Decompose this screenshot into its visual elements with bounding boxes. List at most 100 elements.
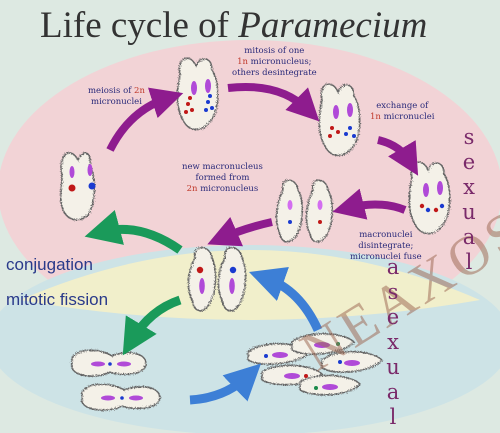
micronucleus-blue (206, 100, 210, 104)
micronucleus-red (188, 96, 192, 100)
vertical-letter: l (389, 405, 397, 429)
arrow-to-fission (122, 295, 182, 356)
macronucleus (129, 395, 143, 401)
note-new-macro-ploidy: 2n (186, 184, 198, 194)
macronucleus (284, 373, 300, 379)
exconjugant-left (275, 179, 303, 243)
macronucleus (229, 278, 235, 294)
micronucleus-red (196, 266, 204, 274)
micronucleus-blue (208, 94, 212, 98)
vertical-letter: s (387, 280, 399, 304)
arrow-exchange (376, 136, 419, 176)
micronucleus-red (304, 374, 308, 378)
micronucleus-blue (264, 354, 268, 358)
conjugating-pair-mitosis (318, 83, 361, 157)
macronucleus (272, 352, 288, 358)
note-exchange-line2: micronuclei (380, 112, 435, 122)
micronucleus-red (330, 126, 334, 130)
vertical-letter: u (386, 355, 400, 379)
micronucleus-blue (439, 203, 445, 209)
micronucleus-red (328, 134, 332, 138)
note-mitosis: mitosis of one 1n micronucleus; others d… (232, 46, 317, 79)
micronucleus-red (336, 130, 340, 134)
phase-mitotic-fission: mitotic fission (6, 290, 109, 309)
macronucleus (205, 79, 211, 93)
micronucleus-red (419, 203, 425, 209)
note-meiosis-text: meiosis of (88, 86, 135, 96)
macronucleus-forming (287, 200, 293, 210)
micronucleus-green (314, 386, 318, 390)
macronucleus (191, 81, 197, 95)
micronucleus-red (433, 207, 439, 213)
arrow-mitosis (227, 82, 320, 122)
macronucleus-forming (317, 200, 323, 210)
note-mitosis-line2: micronucleus; (247, 57, 312, 67)
note-exchange-ploidy: 1n (370, 112, 381, 122)
vertical-letter: e (462, 150, 476, 174)
phase-conjugation: conjugation (6, 255, 93, 274)
exconjugant-right (305, 179, 333, 243)
note-exchange: exchange of 1n micronuclei (370, 101, 435, 123)
micronucleus-red (68, 184, 76, 192)
note-new-macro-line3: micronucleus (197, 184, 259, 194)
micronucleus-green (336, 342, 340, 346)
diagram-title: Life cycle of Paramecium (40, 4, 427, 47)
micronucleus-blue (288, 220, 292, 224)
micronucleus-blue (88, 182, 96, 190)
macronucleus (87, 164, 93, 176)
micronucleus-blue (344, 132, 348, 136)
macronucleus (101, 395, 115, 401)
note-new-macronucleus: new macronucleus formed from 2n micronuc… (182, 162, 263, 195)
macronucleus (199, 278, 205, 294)
title-organism: Paramecium (238, 5, 428, 46)
note-macro-dis-line3: micronuclei fuse (350, 252, 422, 262)
vertical-letter: l (465, 250, 473, 274)
vertical-letter: x (463, 175, 475, 199)
title-prefix: Life cycle of (40, 5, 239, 46)
arrow-new-macronucleus (207, 216, 273, 247)
micronucleus-blue (348, 126, 352, 130)
macronucleus (344, 360, 360, 366)
note-mitosis-line3: others desintegrate (232, 68, 317, 78)
micronucleus-red (186, 102, 190, 106)
note-macronuclei-disintegrate: macronuclei disintegrate; micronuclei fu… (350, 230, 422, 263)
macronucleus (333, 105, 339, 119)
micronucleus-blue (108, 362, 112, 366)
micronucleus-blue (120, 396, 124, 400)
micronucleus-blue (204, 108, 208, 112)
vertical-letter: a (386, 380, 400, 404)
vertical-letter: s (463, 125, 475, 149)
arrow-meiosis (106, 87, 184, 152)
conjugating-pair-exchange (408, 161, 451, 235)
conjugating-pair-start (59, 152, 95, 221)
note-exchange-line1: exchange of (376, 101, 429, 111)
arrow-fusion (332, 188, 407, 220)
micronucleus-red (184, 110, 188, 114)
arrow-to-population (189, 363, 262, 405)
micronucleus-red (318, 220, 322, 224)
macronucleus (69, 166, 75, 178)
note-meiosis: meiosis of 2n micronuclei (88, 86, 145, 108)
note-meiosis-ploidy: 2n (134, 86, 145, 96)
micronucleus-blue (229, 266, 237, 274)
micronucleus-blue (352, 134, 356, 138)
vertical-letter: e (386, 305, 400, 329)
note-mitosis-line1: mitosis of one (244, 46, 305, 56)
vertical-letter: u (462, 200, 476, 224)
macronucleus (347, 103, 353, 117)
arrow-back-to-cells (249, 267, 323, 332)
micronucleus-blue (210, 106, 214, 110)
macronucleus (314, 342, 330, 348)
note-new-macro-line2: formed from (195, 173, 250, 183)
micronucleus-blue (425, 207, 431, 213)
note-macro-dis-line2: disintegrate; (358, 241, 414, 251)
conjugating-pair-meiosis (176, 57, 219, 131)
vertical-letter: x (387, 330, 399, 354)
note-mitosis-ploidy: 1n (237, 57, 248, 67)
note-macro-dis-line1: macronuclei (359, 230, 413, 240)
note-new-macro-line1: new macronucleus (182, 162, 263, 172)
macronucleus (423, 183, 429, 197)
